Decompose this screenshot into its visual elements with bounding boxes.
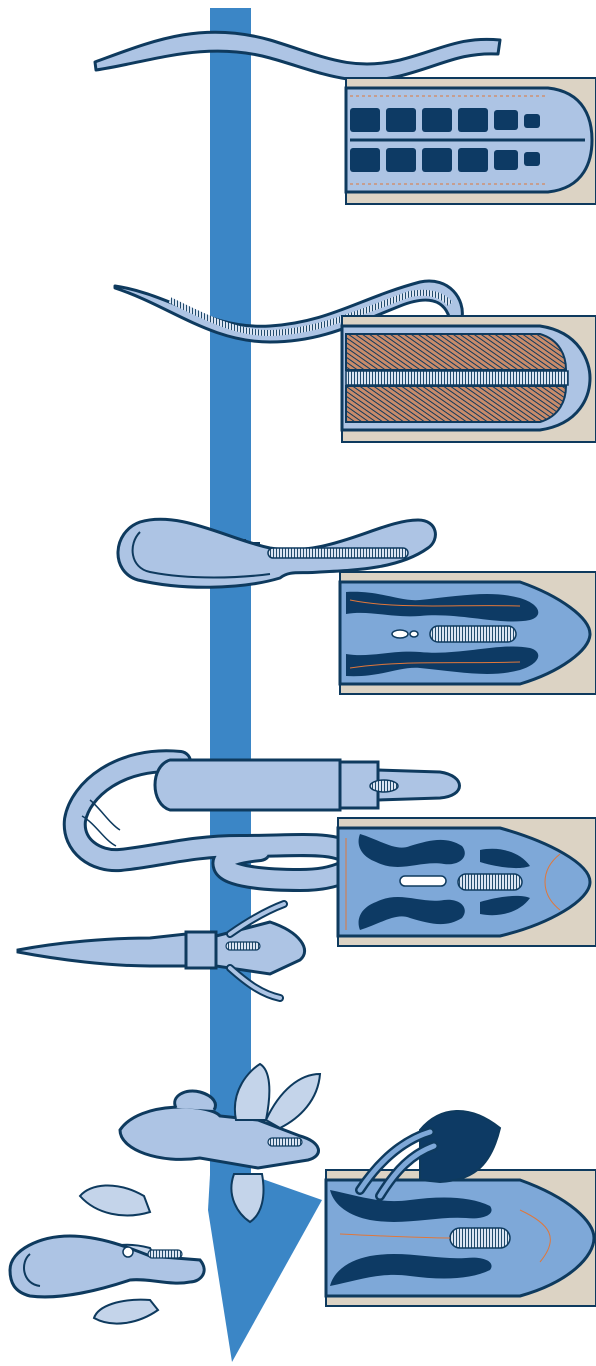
stage-3-cross-section: [340, 572, 596, 694]
stage-5-organism: [18, 904, 305, 998]
stage-1-cross-section: [346, 78, 596, 204]
stage-1-organism: [95, 32, 500, 80]
stage-2-cross-section: [342, 316, 596, 442]
stage-6-cross-section: [326, 1111, 596, 1306]
stage-4-cross-section: [338, 818, 596, 946]
